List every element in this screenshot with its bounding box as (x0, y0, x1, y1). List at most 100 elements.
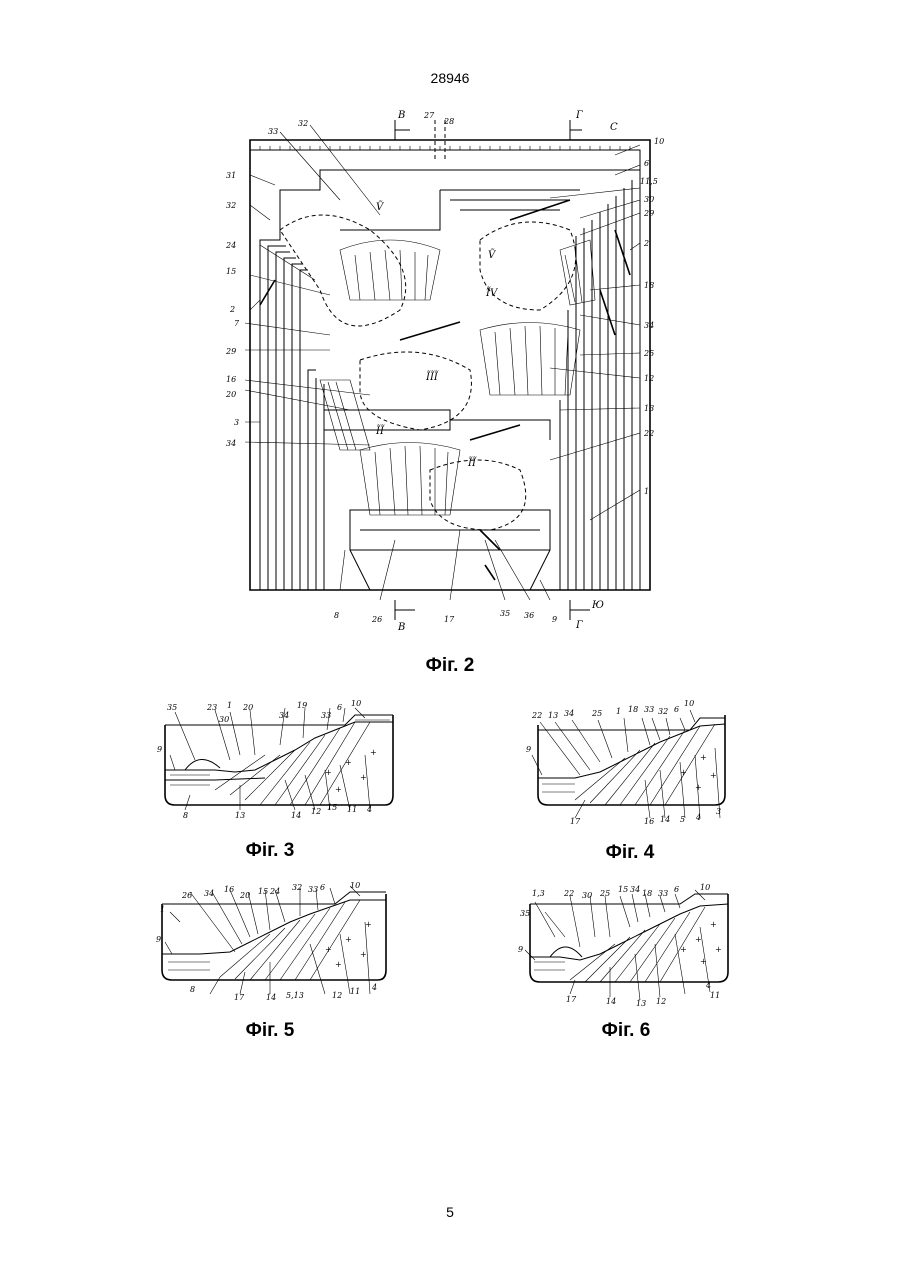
fig6-label: 13 (636, 999, 646, 1007)
fig3-label: 1 (227, 701, 232, 710)
page-number-bottom: 5 (0, 1204, 900, 1220)
fig3-label: 23 (206, 703, 217, 712)
svg-text:+: + (710, 771, 717, 780)
zone-label-v-top: Ṽ (376, 201, 385, 213)
fig5-label: 8 (190, 985, 195, 994)
label-2-right: 2 (643, 239, 649, 248)
zone-label-ii: ĨĨ (467, 457, 477, 469)
fig4-label: 16 (644, 817, 654, 825)
label-16: 16 (226, 375, 236, 384)
label-20: 20 (225, 390, 236, 399)
label-36: 36 (524, 611, 534, 620)
fig5-label: 17 (234, 993, 245, 1002)
label-7: 7 (234, 319, 240, 328)
fig4-label: 25 (591, 709, 602, 718)
label-31: 31 (226, 171, 236, 180)
section-mark-v-bottom: В (397, 622, 405, 630)
figure-2-drawing: В Г В Г С Ю 27 28 10 6 11,5 30 29 2 18 3… (220, 110, 670, 630)
fig6-label: 9 (518, 945, 523, 954)
fig6-label: 11 (710, 991, 720, 1000)
fig5-label: 1 (160, 905, 165, 914)
label-13: 13 (644, 404, 654, 413)
fig6-label: 10 (700, 883, 710, 892)
fig5-label: 10 (350, 882, 360, 890)
label-9: 9 (552, 615, 557, 624)
fig6-label: 14 (606, 997, 616, 1006)
fig3-label: 10 (351, 700, 361, 708)
fig3-label: 8 (183, 811, 188, 820)
fig6-label: 25 (599, 889, 610, 898)
fig5-label: 9 (156, 935, 161, 944)
section-mark-g-bottom: Г (575, 620, 583, 630)
zone-label-iii: ĨĨĨ (425, 371, 439, 383)
figure-5-caption: Фіг. 5 (180, 1020, 360, 1042)
label-11-5: 11,5 (640, 177, 658, 186)
fig5-label: 5,13 (286, 991, 304, 1000)
figure-3-caption: Фіг. 3 (180, 840, 360, 862)
svg-text:+: + (345, 758, 352, 767)
figure-5-svg: +++++ 26 34 16 20 15 24 32 33 6 10 1 9 8… (150, 882, 395, 1007)
label-29-right: 29 (643, 209, 654, 218)
label-32-left: 32 (226, 201, 236, 210)
label-10: 10 (654, 137, 664, 146)
fig5-label: 4 (371, 983, 377, 992)
fig3-label: 20 (242, 703, 253, 712)
fig4-label: 13 (548, 711, 558, 720)
label-28: 28 (443, 117, 454, 126)
fig6-label: 15 (618, 885, 628, 894)
fig5-label: 11 (350, 987, 360, 996)
label-8: 8 (334, 611, 339, 620)
svg-text:+: + (335, 785, 342, 794)
fig5-label: 33 (308, 885, 318, 894)
svg-text:+: + (680, 945, 687, 954)
section-mark-g-top: Г (575, 110, 583, 121)
label-25: 25 (643, 349, 654, 358)
fig3-label: 9 (157, 745, 162, 754)
fig6-label: 30 (582, 891, 592, 900)
figure-2-caption: Фіг. 2 (350, 655, 550, 677)
fig3-label: 15 (327, 803, 337, 812)
fig4-label: 5 (680, 815, 685, 824)
fig5-label: 32 (292, 883, 302, 892)
fig6-label: 22 (563, 889, 574, 898)
fig4-label: 33 (644, 705, 654, 714)
label-2-left: 2 (229, 305, 235, 314)
svg-text:+: + (700, 753, 707, 762)
fig6-label: 6 (674, 885, 679, 894)
fig6-label: 18 (642, 889, 652, 898)
fig3-label: 19 (297, 701, 307, 710)
fig4-label: 18 (628, 705, 638, 714)
fig3-label: 4 (366, 805, 372, 814)
svg-text:+: + (695, 935, 702, 944)
figure-5-drawing: +++++ 26 34 16 20 15 24 32 33 6 10 1 9 8… (150, 882, 395, 1007)
svg-text:+: + (370, 748, 377, 757)
fig6-label: 35 (520, 909, 530, 918)
fig4-label: 10 (684, 700, 694, 708)
label-18: 18 (644, 281, 654, 290)
figure-6-svg: +++++ 1,3 35 22 30 25 15 34 18 33 6 10 9… (510, 882, 740, 1007)
figure-6-drawing: +++++ 1,3 35 22 30 25 15 34 18 33 6 10 9… (510, 882, 740, 1007)
south-label: Ю (591, 600, 604, 611)
fig6-label: 17 (566, 995, 577, 1004)
fig5-label: 12 (332, 991, 342, 1000)
svg-text:+: + (360, 773, 367, 782)
label-24: 24 (225, 241, 236, 250)
fig5-label: 34 (204, 889, 214, 898)
fig4-label: 4 (695, 813, 701, 822)
fig6-label: 33 (658, 889, 668, 898)
label-33: 33 (268, 127, 278, 136)
figure-4-drawing: ++++ 22 13 34 25 1 18 33 32 6 10 9 17 16… (520, 700, 735, 825)
fig5-label: 16 (224, 885, 234, 894)
svg-text:+: + (345, 935, 352, 944)
label-1: 1 (644, 487, 649, 496)
fig4-label: 9 (526, 745, 531, 754)
label-34-right: 34 (644, 321, 654, 330)
fig3-label: 30 (219, 715, 229, 724)
figure-4-caption: Фіг. 4 (540, 842, 720, 864)
fig5-label: 6 (320, 883, 325, 892)
label-27: 27 (423, 111, 435, 120)
fig3-label: 12 (311, 807, 321, 816)
fig3-label: 35 (167, 703, 177, 712)
fig6-label: 1,3 (532, 889, 545, 898)
fig5-label: 15 (258, 887, 268, 896)
